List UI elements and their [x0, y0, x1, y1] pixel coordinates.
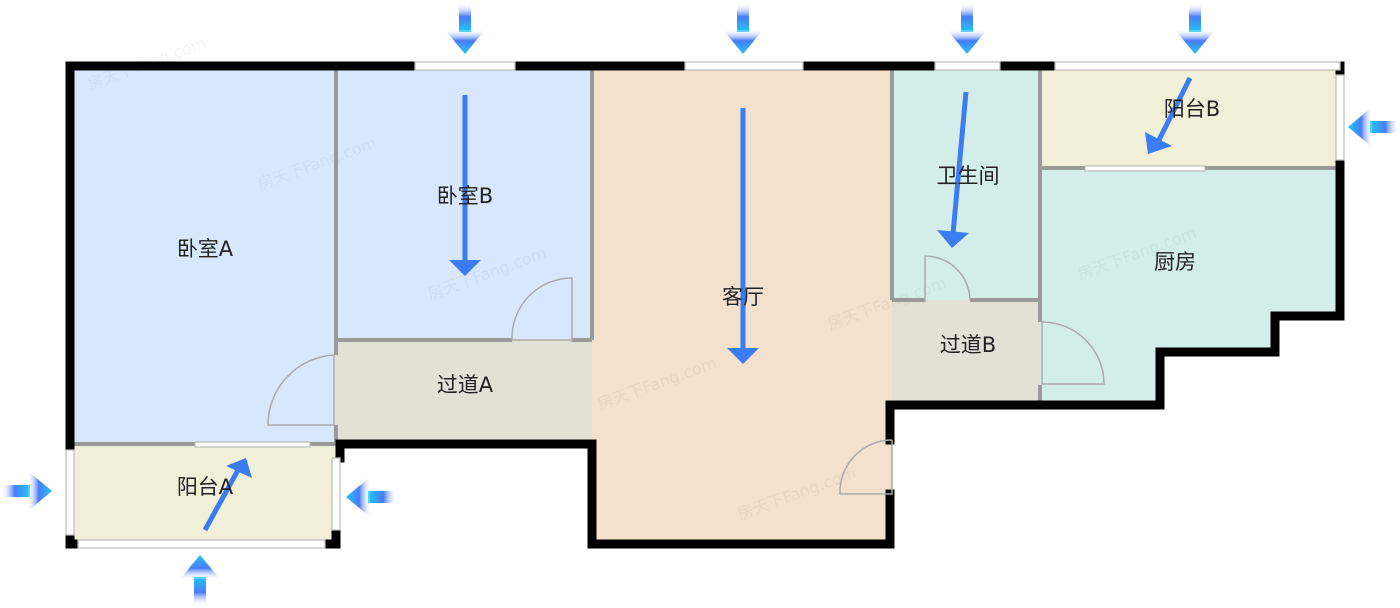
label-balcony-a: 阳台A: [177, 475, 234, 499]
airflow-arrow-icon: [1348, 107, 1398, 147]
label-living: 客厅: [722, 285, 764, 309]
flow-arrows: [202, 76, 1193, 532]
window-icon: [194, 441, 311, 448]
exterior-walls: [65, 61, 1345, 549]
room-bedroom-a: [70, 66, 336, 444]
window-icon: [1054, 61, 1341, 71]
airflow-arrow-icon: [445, 4, 485, 54]
airflow-arrow-icon: [2, 471, 52, 511]
window-icon: [1084, 165, 1206, 172]
label-passage-a: 过道A: [437, 373, 494, 397]
window-icon: [934, 61, 1001, 71]
door-swing-icon: [267, 354, 335, 426]
door-swing-icon: [511, 277, 573, 342]
label-passage-b: 过道B: [940, 333, 996, 357]
room-balcony-a: [70, 444, 336, 544]
window-icon: [414, 61, 516, 71]
room-kitchen: [1040, 168, 1340, 405]
doors: [267, 255, 1105, 495]
label-balcony-b: 阳台B: [1164, 97, 1220, 121]
window-icon: [77, 539, 326, 549]
door-swing-icon: [924, 255, 971, 302]
airflow-arrow-icon: [180, 555, 220, 605]
room-passage-a: [336, 340, 592, 444]
room-passage-b: [892, 300, 1040, 405]
airflow-arrow-icon: [346, 477, 396, 517]
window-icon: [331, 457, 341, 531]
airflow-arrow-icon: [1175, 4, 1215, 54]
label-bedroom-b: 卧室B: [437, 184, 493, 208]
label-kitchen: 厨房: [1154, 250, 1196, 274]
label-bedroom-a: 卧室A: [177, 237, 234, 261]
window-icon: [65, 449, 75, 536]
door-swing-icon: [839, 439, 893, 495]
flow-direction-arrow-icon: [202, 468, 241, 532]
airflow-arrow-icon: [947, 4, 987, 54]
window-icon: [684, 61, 804, 71]
windows: [65, 61, 1345, 549]
door-swing-icon: [1041, 321, 1105, 385]
flow-direction-arrow-icon: [1155, 76, 1193, 144]
label-bathroom: 卫生间: [937, 164, 1000, 188]
flow-direction-arrow-icon: [950, 91, 969, 235]
airflow-arrow-icon: [723, 4, 763, 54]
window-icon: [1335, 74, 1345, 161]
